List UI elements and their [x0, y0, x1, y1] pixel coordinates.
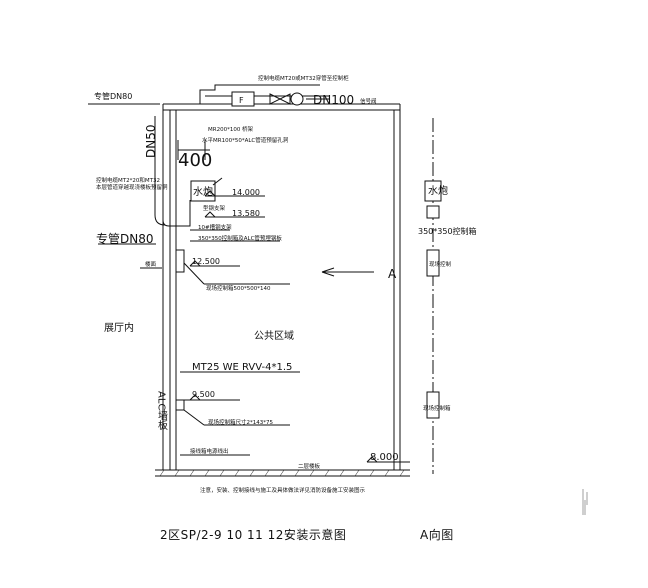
dn50-label: DN50 [144, 125, 158, 159]
a-view-box [426, 205, 440, 219]
wire-note: 接线箱电源线出 [190, 447, 229, 455]
power-note2: 本层管道穿越现浇楼板预留洞 [96, 183, 168, 191]
beam-note: 型钢支架 [203, 204, 226, 212]
a-view-water-gun [424, 180, 442, 202]
a-view-panel-label: 现场控制箱 [423, 404, 451, 412]
dn80-top-label: 专管DN80 [94, 91, 132, 101]
flow-label: F [239, 96, 244, 105]
flow-meter [231, 91, 255, 107]
cable-label: MT25 WE RVV-4*1.5 [192, 362, 292, 373]
a-view-box-label: 350*350控制箱 [418, 226, 477, 236]
panel-note: 现场控制箱尺寸2*143*75 [208, 418, 273, 426]
water-gun-label: 水炮 [193, 185, 213, 198]
bottom-note: 注意，安装、控制接线与施工及具体做法详见消防设备施工安装图示 [200, 486, 366, 494]
hall-label: 展厅内 [104, 321, 134, 334]
support-note: 10#槽钢支架 [198, 223, 232, 231]
signal-valve-label: 信号阀 [360, 97, 377, 105]
drawing-title: 2区SP/2-9 10 11 12安装示意图 [160, 527, 346, 542]
public-area-label: 公共区域 [254, 329, 294, 342]
a-view-ctrl-label: 现场控制 [429, 260, 452, 268]
a-view-ctrl [426, 249, 440, 277]
dim-400: 400 [178, 150, 212, 171]
arrow-a-label: A [388, 267, 397, 281]
mr-note2: 水平MR100*50*ALC管道预留孔洞 [202, 136, 289, 144]
valve-symbol [269, 93, 291, 105]
elevation-9500: 9.500 [192, 390, 215, 399]
a-view-water-gun-label: 水炮 [428, 184, 448, 197]
elevation-14000: 14.000 [232, 188, 260, 197]
a-view-panel [426, 391, 440, 419]
box-note: 350*350控制箱及ALC管预埋钢板 [198, 234, 282, 242]
floor-tag: 楼面 [145, 260, 157, 268]
elevation-12500: 12.500 [192, 257, 220, 266]
dn80-left-label: 专管DN80 [96, 231, 154, 246]
elevation-13580: 13.580 [232, 209, 260, 218]
dn100-label: DN100 [313, 93, 354, 107]
ground-label: 二层楼板 [298, 462, 321, 470]
mr-note1: MR200*100 桥架 [208, 125, 254, 133]
top-note: 控制电缆MT20或MT32穿管至控制柜 [258, 74, 349, 82]
elevation-8000: 8.000 [370, 452, 399, 463]
a-view-title: A向图 [420, 527, 454, 542]
box2-note: 现场控制箱500*500*140 [206, 284, 271, 292]
alc-wall-label: ALC墙板 [156, 391, 168, 431]
power-note: 控制电缆MT2*20和MT32 [96, 176, 160, 184]
